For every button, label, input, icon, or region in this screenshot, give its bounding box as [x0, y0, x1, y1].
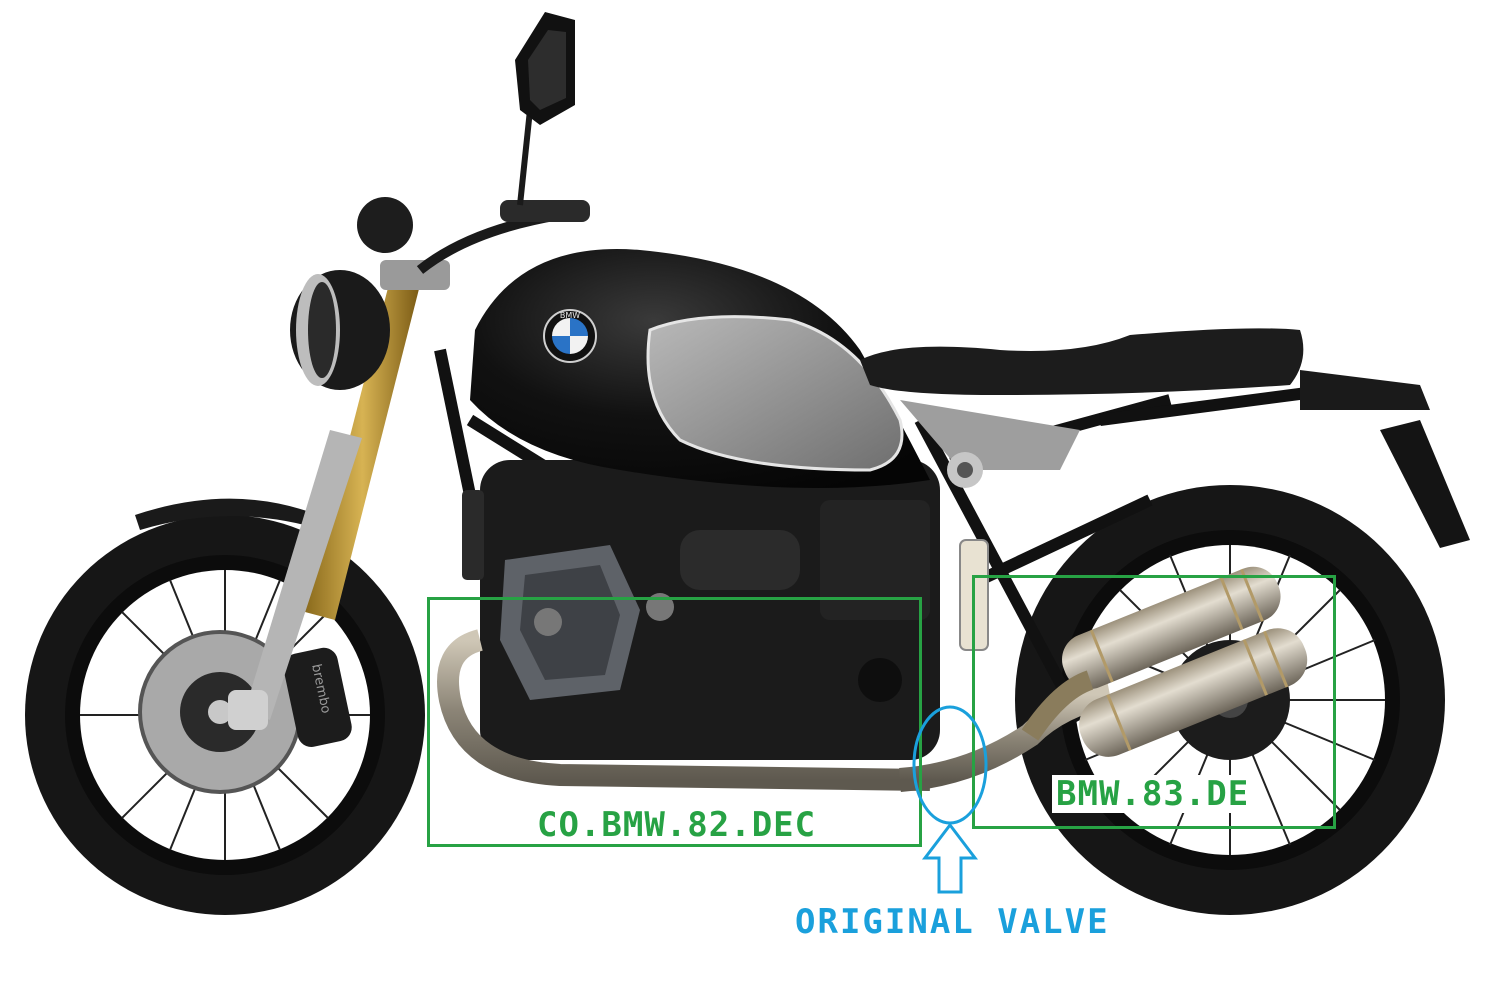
engine: [480, 460, 940, 760]
header-pipe-label: CO.BMW.82.DEC: [537, 805, 817, 845]
valve-highlight-ellipse: [912, 705, 988, 825]
silencer-highlight-box: [972, 575, 1336, 829]
headlight: [290, 197, 413, 390]
front-wheel: brembo: [25, 515, 425, 915]
seat: [860, 328, 1470, 548]
header-pipe-highlight-box: [427, 597, 922, 847]
original-valve-label: ORIGINAL VALVE: [795, 902, 1110, 942]
tank-badge-text: BMW: [560, 311, 580, 320]
up-arrow-icon: [921, 822, 979, 894]
header-pipe: [437, 629, 931, 791]
silencer-label: BMW.83.DE: [1052, 775, 1254, 813]
fuel-tank: BMW: [470, 249, 930, 488]
handlebar-mirror: [416, 12, 590, 274]
silencer: [1021, 566, 1308, 757]
front-fork: [228, 260, 450, 730]
